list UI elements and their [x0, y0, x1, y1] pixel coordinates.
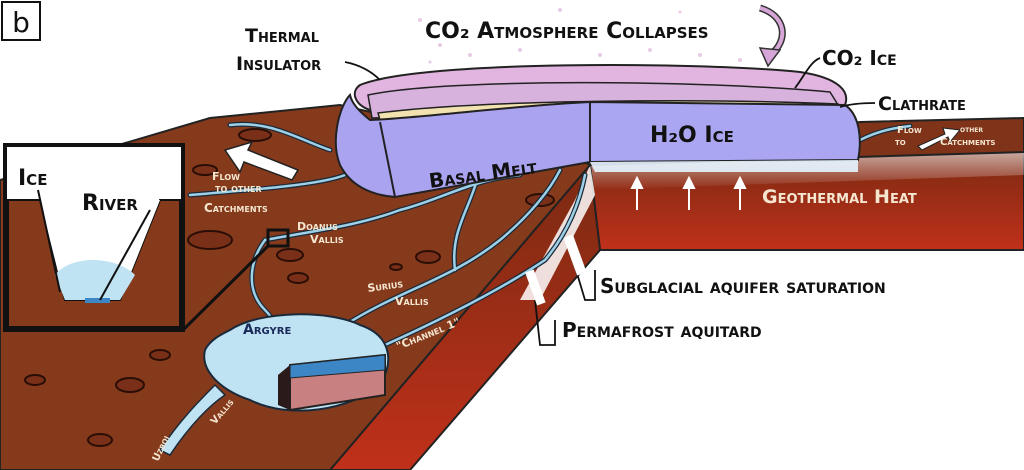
- co2-arrowhead: [758, 47, 782, 68]
- inset-locator-line: [181, 244, 270, 332]
- label-insulator: Insulator: [236, 53, 321, 75]
- label-h2o-ice: H₂O Ice: [650, 123, 734, 148]
- label-thermal: Thermal: [245, 25, 319, 47]
- aquifer-white-mark: [563, 234, 587, 276]
- label-doanus: Doanus: [297, 220, 338, 233]
- label-surius: Surius: [367, 277, 405, 295]
- inset-locator-box: [266, 228, 290, 248]
- label-flow-right-1: Flow: [897, 125, 922, 136]
- ice-edge-line: [379, 121, 396, 198]
- inset-river-crosssection: [3, 143, 185, 332]
- co2-dust: [418, 8, 742, 64]
- label-doanus-vallis: Vallis: [310, 233, 344, 246]
- label-flow-right-3: other: [960, 125, 983, 135]
- ice-base-glow: [590, 160, 858, 172]
- geothermal-arrows: [630, 175, 747, 210]
- label-surius-vallis: Vallis: [395, 295, 429, 308]
- label-aquitard: Permafrost aquitard: [562, 318, 762, 342]
- label-inset-river: River: [82, 191, 138, 216]
- uzboi-channel: [158, 383, 227, 456]
- label-co2-collapse: CO₂ Atmosphere Collapses: [425, 19, 709, 44]
- panel-label-box: [1, 1, 41, 41]
- craters: [24, 128, 555, 447]
- label-argyre: Argyre: [243, 322, 291, 338]
- label-flow-left-1: Flow: [212, 170, 240, 183]
- label-geothermal-heat: Geothermal Heat: [762, 186, 917, 208]
- label-flow-right-2: to: [895, 137, 906, 148]
- aquitard-white-mark: [525, 269, 546, 306]
- label-inset-ice: Ice: [18, 166, 47, 191]
- panel-label: b: [12, 6, 30, 39]
- label-aquifer: Subglacial aquifer saturation: [600, 274, 886, 298]
- flow-arrow-left: [223, 140, 300, 181]
- flow-arrow-right: [917, 127, 961, 151]
- label-flow-right-4: Catchments: [940, 137, 995, 148]
- label-flow-left-3: Catchments: [204, 201, 268, 215]
- h2o-ice-side: [334, 93, 591, 199]
- label-clathrate: Clathrate: [878, 93, 966, 115]
- label-flow-left-2: to other: [215, 182, 262, 195]
- label-co2-ice: CO₂ Ice: [822, 46, 897, 70]
- lake-cutaway-side: [278, 365, 290, 410]
